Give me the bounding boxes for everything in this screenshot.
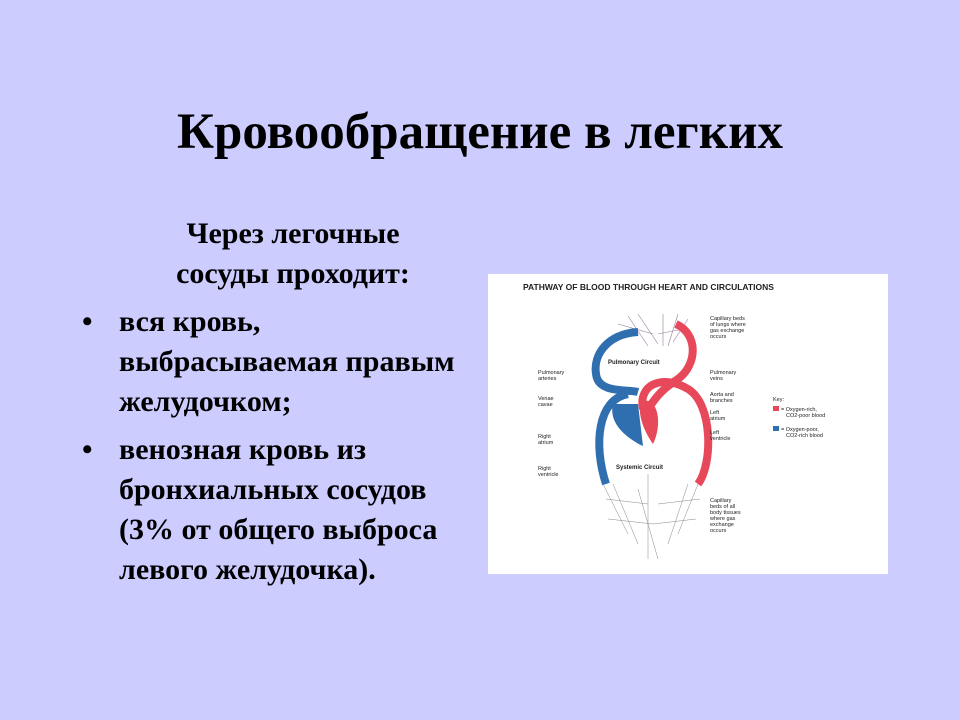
diagram-title: PATHWAY OF BLOOD THROUGH HEART AND CIRCU…	[523, 282, 774, 292]
bullet-icon: •	[82, 433, 93, 466]
left-heart	[639, 400, 659, 444]
right-atrium-label: atrium	[538, 440, 554, 446]
pulmonary-veins-label: veins	[710, 376, 723, 382]
intro-text: Через легочные сосуды проходит:	[176, 217, 410, 290]
right-heart	[612, 404, 643, 446]
body-capillaries-label: where gas	[709, 516, 736, 522]
oxygen-rich-label: CO2-poor blood	[786, 413, 825, 419]
lung-capillaries-label: gas exchange	[710, 328, 744, 334]
bullet-text: венозная кровь из бронхиальных сосудов (…	[119, 433, 438, 586]
pulmonary-arteries-label: arteries	[538, 376, 557, 382]
oxygen-rich-swatch	[773, 406, 779, 411]
aorta	[638, 377, 713, 487]
bullet-text: вся кровь, выбрасываемая правым желудочк…	[119, 305, 455, 418]
systemic-circuit-label: Systemic Circuit	[616, 465, 663, 471]
venae-cavae-label: Venae	[538, 396, 554, 402]
lung-capillaries-label: occurs	[710, 334, 726, 340]
pulmonary-artery	[591, 328, 640, 396]
right-ventricle-label: Right	[538, 466, 551, 472]
venae-cavae-label: cavae	[538, 402, 553, 408]
oxygen-poor-label: = Oxygen-poor,	[781, 427, 819, 433]
right-ventricle-label: ventricle	[538, 472, 558, 478]
bullet-icon: •	[82, 305, 93, 338]
left-ventricle-label: ventricle	[710, 436, 730, 442]
lung-capillaries-label: of lungs where	[710, 322, 746, 328]
left-atrium-label: Left	[710, 410, 720, 416]
lung-capillaries-label: Capillary beds	[710, 316, 745, 322]
pulmonary-arteries-label: Pulmonary	[538, 370, 565, 376]
diagram-labels: Capillary beds of lungs where gas exchan…	[538, 316, 746, 534]
aorta-label: branches	[710, 398, 733, 404]
body-capillaries-label: occurs	[710, 528, 726, 534]
oxygen-rich-label: = Oxygen-rich,	[781, 407, 817, 413]
bullet-item: • венозная кровь из бронхиальных сосудов …	[82, 430, 462, 590]
right-atrium-label: Right	[538, 434, 551, 440]
left-ventricle-label: Left	[710, 430, 720, 436]
body-capillaries-label: exchange	[710, 522, 734, 528]
body-capillaries-label: beds of all	[710, 504, 735, 510]
circulation-diagram: PATHWAY OF BLOOD THROUGH HEART AND CIRCU…	[488, 274, 888, 574]
pulmonary-vein	[644, 320, 697, 412]
left-atrium-label: atrium	[710, 416, 726, 422]
body-capillaries	[602, 474, 701, 560]
aorta-label: Aorta and	[710, 392, 734, 398]
pulmonary-veins-label: Pulmonary	[710, 370, 737, 376]
bullet-list: • вся кровь, выбрасываемая правым желудоч…	[82, 302, 462, 598]
bullet-item: • вся кровь, выбрасываемая правым желудоч…	[82, 302, 462, 422]
diagram-key: Key: = Oxygen-rich, CO2-poor blood = Oxy…	[773, 397, 825, 439]
body-capillaries-label: Capillary	[710, 498, 732, 504]
slide-title: Кровообращение в легких	[177, 104, 783, 160]
venae-cavae	[595, 390, 630, 486]
key-title: Key:	[773, 397, 784, 403]
oxygen-poor-label: CO2-rich blood	[786, 433, 823, 439]
oxygen-poor-swatch	[773, 426, 779, 431]
pulmonary-circuit-label: Pulmonary Circuit	[608, 360, 660, 366]
body-capillaries-label: body tissues	[710, 510, 741, 516]
